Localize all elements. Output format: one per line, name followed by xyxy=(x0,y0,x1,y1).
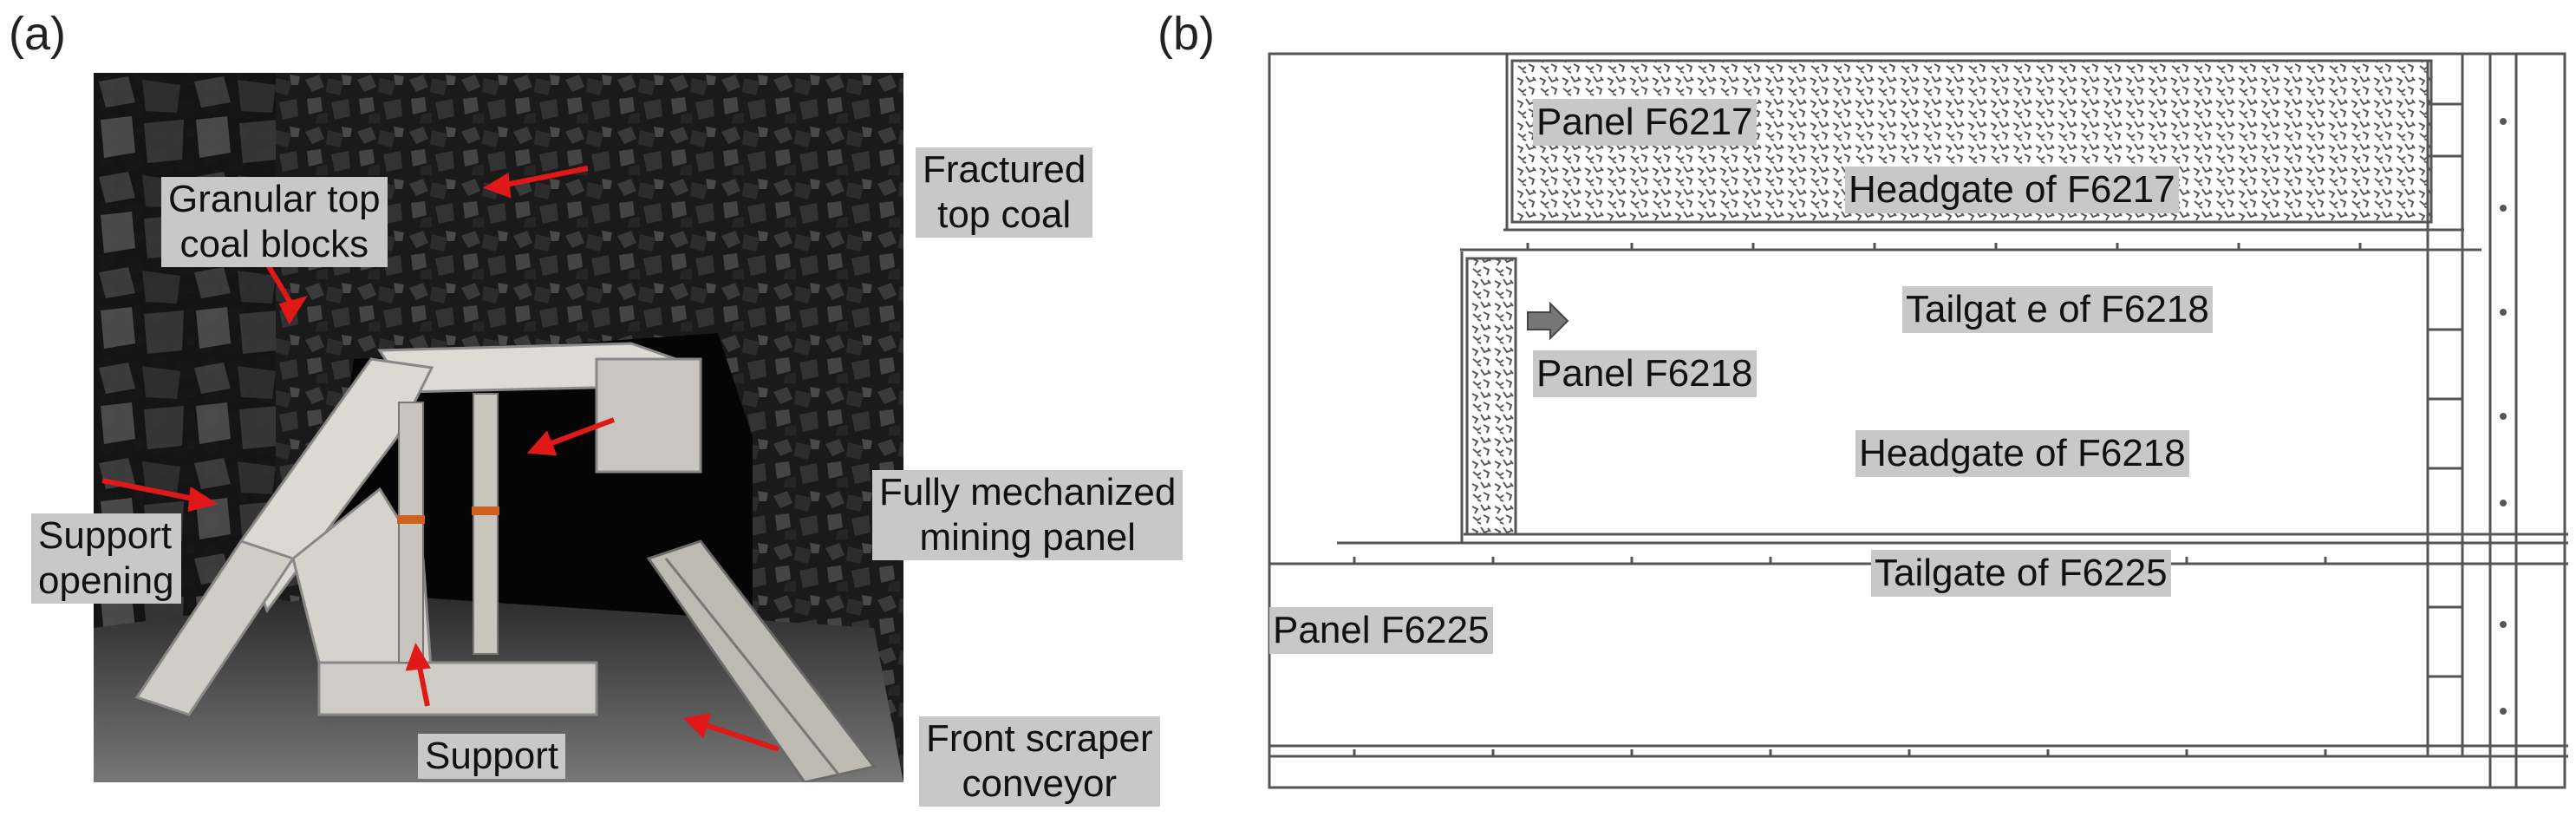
plan-drawing xyxy=(1268,52,2568,789)
label-panel-f6225: Panel F6225 xyxy=(1269,607,1493,654)
label-front-scraper-conveyor: Front scraper conveyor xyxy=(919,716,1160,807)
longwall-face-photo xyxy=(94,73,903,782)
label-fully-mechanized-panel: Fully mechanized mining panel xyxy=(872,470,1184,560)
label-conveyor-line2: conveyor xyxy=(962,762,1118,805)
panel-label-b: (b) xyxy=(1158,8,1215,60)
label-mining-line2: mining panel xyxy=(919,516,1136,559)
label-fractured-top-coal: Fractured top coal xyxy=(916,147,1093,238)
label-mining-line1: Fully mechanized xyxy=(879,471,1177,513)
label-headgate-f6218: Headgate of F6218 xyxy=(1855,430,2189,477)
label-panel-f6217: Panel F6217 xyxy=(1533,99,1757,146)
label-support: Support xyxy=(418,734,566,779)
label-granular-top-coal: Granular top coal blocks xyxy=(161,177,388,267)
label-conveyor-line1: Front scraper xyxy=(926,717,1153,760)
label-granular-line1: Granular top xyxy=(168,178,381,220)
label-opening-line2: opening xyxy=(38,559,174,602)
panel-label-a: (a) xyxy=(9,8,66,60)
label-tailgate-f6218: Tailgat e of F6218 xyxy=(1902,286,2213,333)
label-support-opening: Support opening xyxy=(31,513,181,604)
panel-layout-plan xyxy=(1268,52,2568,791)
label-fractured-line2: top coal xyxy=(937,193,1072,236)
label-opening-line1: Support xyxy=(38,514,173,557)
label-panel-f6218: Panel F6218 xyxy=(1533,350,1757,397)
label-granular-line2: coal blocks xyxy=(179,223,369,265)
label-tailgate-f6225: Tailgate of F6225 xyxy=(1871,550,2171,597)
label-fractured-line1: Fractured xyxy=(923,148,1086,191)
label-headgate-f6217: Headgate of F6217 xyxy=(1845,167,2179,213)
